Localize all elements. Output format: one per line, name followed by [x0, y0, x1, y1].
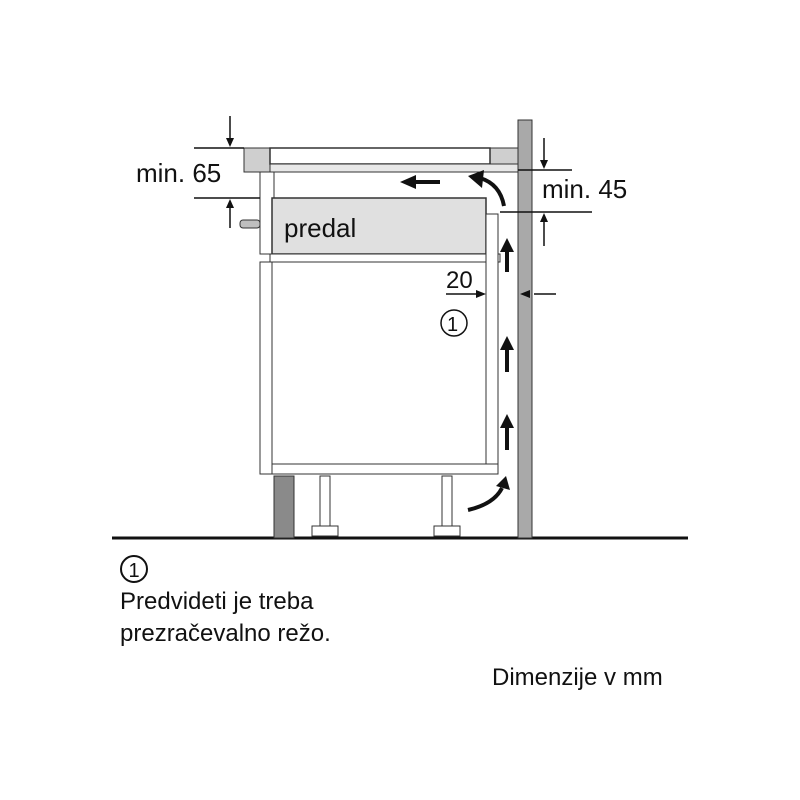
plinth — [273, 475, 295, 539]
gap20-label: 20 — [446, 267, 473, 294]
callout-number: 1 — [447, 314, 458, 336]
cabinet-bottom — [271, 463, 499, 475]
airflow-up-arrow — [500, 238, 514, 272]
hob-glass — [269, 147, 491, 165]
cabinet-side — [259, 261, 273, 475]
wall — [517, 119, 533, 539]
foot-back — [433, 525, 461, 537]
cabinet-shelf-top — [269, 253, 501, 263]
dim20-left-head — [476, 290, 486, 298]
hob-body — [269, 163, 519, 173]
legend-line-2: prezračevalno režo. — [120, 620, 331, 647]
leg-back — [441, 475, 453, 527]
foot-front — [311, 525, 339, 537]
airflow-curved-arrow — [467, 476, 510, 512]
legend-line-1: Predvideti je treba — [120, 588, 314, 615]
dim65-arrow-top-head — [226, 138, 234, 147]
dim65-arrow-bottom-head — [226, 199, 234, 208]
airflow-up-arrow — [500, 414, 514, 450]
leg-front — [319, 475, 331, 527]
dim20-right-head — [520, 290, 530, 298]
min65-label: min. 65 — [136, 158, 221, 188]
airflow-up-arrow — [500, 336, 514, 372]
min45-label: min. 45 — [542, 174, 627, 204]
callout-circle — [440, 309, 468, 337]
dim45-arrow-top-head — [540, 160, 548, 169]
drawer-label: predal — [284, 213, 356, 243]
airflow-curved-arrow — [468, 170, 506, 207]
legend: 1 Predvideti je treba prezračevalno režo… — [120, 554, 331, 650]
legend-marker: 1 — [120, 555, 148, 583]
handle — [239, 219, 261, 229]
airflow-left-arrow — [400, 175, 440, 189]
cabinet-back-panel — [485, 213, 499, 467]
units-note: Dimenzije v mm — [492, 664, 663, 691]
dim45-arrow-bottom-head — [540, 213, 548, 222]
